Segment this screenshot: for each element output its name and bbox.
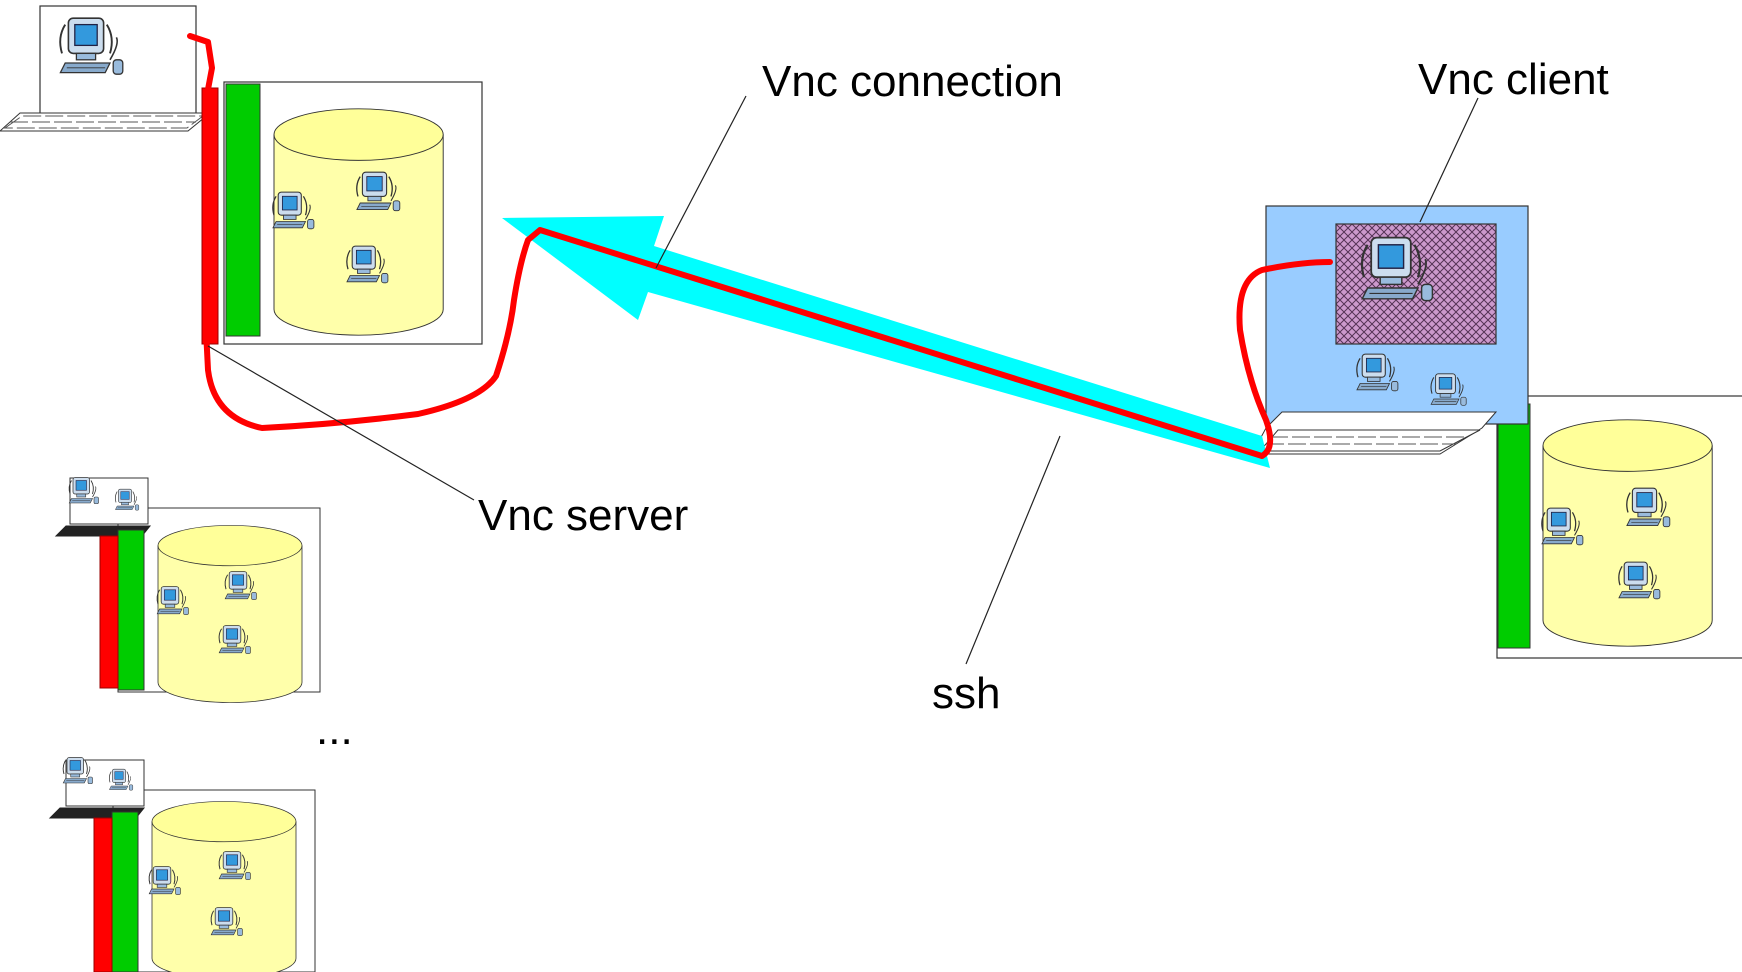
- ellipsis-label: ...: [316, 705, 353, 754]
- remote-screen-icon: [1335, 223, 1497, 345]
- vnc-connection-callout: [655, 95, 747, 269]
- vnc-server-label: Vnc server: [478, 491, 688, 540]
- vnc-connection-label: Vnc connection: [762, 57, 1063, 106]
- vnc-server-workstation: [0, 5, 212, 132]
- server-node-2: [54, 477, 321, 703]
- vnc-client-workstation: [1251, 205, 1529, 455]
- vnc-client-callout: [1419, 97, 1479, 223]
- ssh-callout: [965, 435, 1061, 665]
- ssh-label: ssh: [932, 669, 1000, 718]
- client-storage: [1496, 395, 1742, 659]
- vnc-connection-cable: [187, 33, 1333, 459]
- vnc-server-callout: [207, 345, 475, 501]
- vnc-client-label: Vnc client: [1418, 55, 1609, 104]
- vnc-server-storage: [201, 81, 483, 345]
- server-node-3: [48, 757, 316, 972]
